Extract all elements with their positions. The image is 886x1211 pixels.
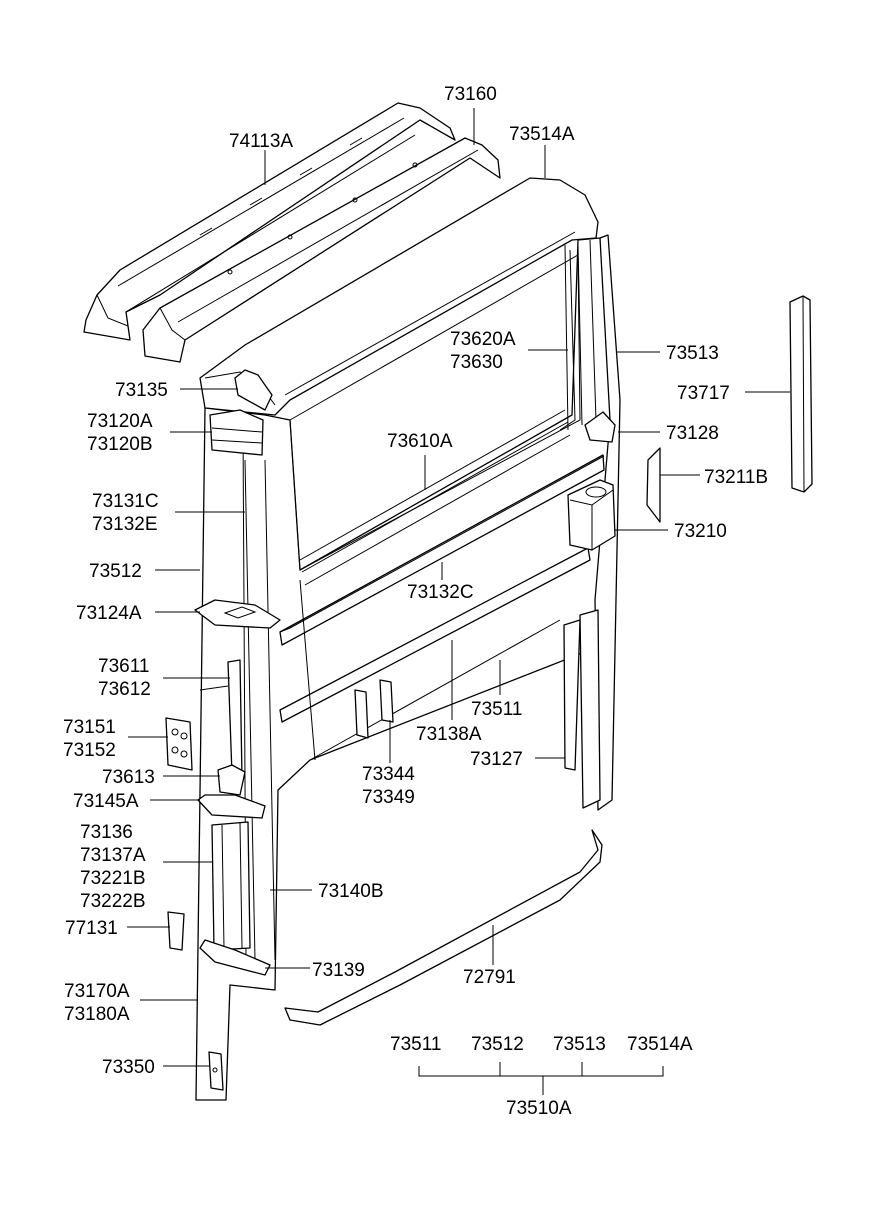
part-73135-cap [234, 369, 273, 411]
part-73127-pillar [563, 609, 601, 809]
part-73132C-cross-rail [279, 454, 605, 646]
part-73610A-window-seal [299, 409, 571, 586]
label-73210: 73210 [674, 521, 727, 542]
label-73717: 73717 [677, 383, 730, 404]
label-73511: 73511 [471, 699, 522, 720]
label-73120A: 73120A [87, 411, 153, 432]
label-73151: 73151 [63, 717, 116, 738]
label-73132E: 73132E [92, 514, 158, 535]
label-73350: 73350 [102, 1057, 155, 1078]
assembly-child-73514A: 73514A [627, 1034, 693, 1055]
label-73221B: 73221B [80, 868, 146, 889]
part-73120A-bracket [209, 409, 264, 456]
label-73180A: 73180A [64, 1004, 130, 1025]
label-73124A: 73124A [76, 603, 142, 624]
label-73612: 73612 [98, 679, 151, 700]
assembly-parent-73510A: 73510A [506, 1098, 572, 1119]
label-73514A: 73514A [509, 124, 575, 145]
part-73136-panel [211, 821, 251, 951]
part-73128-bracket [584, 411, 616, 443]
assembly-child-73513: 73513 [553, 1034, 606, 1055]
label-73170A: 73170A [64, 981, 130, 1002]
label-73630: 73630 [450, 352, 503, 373]
part-73620A-seal [559, 249, 576, 431]
assembly-child-73511: 73511 [390, 1034, 441, 1055]
label-73132C: 73132C [407, 582, 474, 603]
label-73135: 73135 [115, 380, 168, 401]
label-73222B: 73222B [80, 891, 146, 912]
part-77131-clip [167, 911, 185, 951]
part-73151-plate [165, 717, 193, 771]
part-73145A-strip [197, 794, 266, 819]
label-73128: 73128 [666, 423, 719, 444]
part-73211B-trim [646, 447, 661, 523]
assembly-child-73512: 73512 [471, 1034, 524, 1055]
part-73350-bracket [208, 1051, 224, 1091]
leader-lines [127, 108, 790, 1067]
part-73717-channel [789, 295, 813, 493]
label-73160: 73160 [444, 84, 497, 105]
label-73127: 73127 [470, 749, 523, 770]
label-73138A: 73138A [416, 724, 482, 745]
label-73344: 73344 [362, 764, 415, 785]
label-73620A: 73620A [450, 329, 516, 350]
label-73152: 73152 [63, 740, 116, 761]
part-73210-bracket [567, 479, 616, 551]
assembly-bracket [418, 1062, 664, 1095]
part-73344-bracket [354, 679, 394, 739]
part-73124A-plate [194, 599, 281, 629]
label-73211B: 73211B [704, 467, 768, 488]
part-73613-clip [217, 764, 246, 796]
label-73513: 73513 [666, 343, 719, 364]
part-labels: 74113A 73160 73514A 73620A 73630 73513 7… [63, 84, 768, 1119]
label-73131C: 73131C [92, 491, 159, 512]
part-74113A-roof-rail [83, 102, 456, 341]
label-73611: 73611 [98, 656, 149, 677]
label-73349: 73349 [362, 787, 415, 808]
label-74113A: 74113A [229, 131, 293, 152]
label-73610A: 73610A [387, 431, 453, 452]
label-73120B: 73120B [87, 434, 153, 455]
label-77131: 77131 [65, 918, 118, 939]
label-73145A: 73145A [73, 791, 139, 812]
label-73613: 73613 [102, 767, 155, 788]
label-73136: 73136 [80, 822, 133, 843]
part-73511-lower-panel [299, 579, 561, 761]
part-73138A-cross-rail [279, 547, 591, 723]
label-73512: 73512 [89, 561, 142, 582]
part-72791-weatherstrip [284, 829, 603, 1026]
label-73137A: 73137A [80, 845, 146, 866]
label-73140B: 73140B [318, 881, 384, 902]
part-73139-strip [199, 939, 271, 976]
label-73139: 73139 [312, 960, 365, 981]
label-72791: 72791 [463, 967, 516, 988]
part-73160-roof-bow [142, 137, 501, 363]
